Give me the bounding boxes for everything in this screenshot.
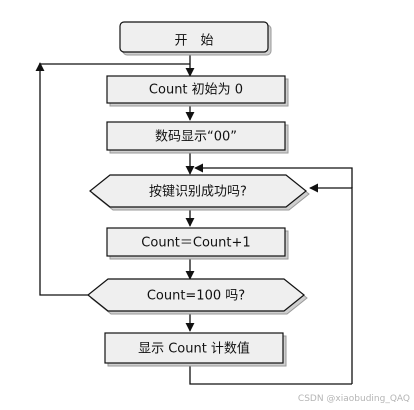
edge-show-count-down-loop: [189, 366, 352, 385]
node-display-zero-label: 数码显示“00”: [155, 130, 237, 145]
edge-count-check-loop-to-init: [35, 62, 88, 296]
node-start: 开 始: [119, 21, 272, 56]
watermark: CSDN @xiaobuding_QAQ: [298, 394, 410, 404]
node-start-label: 开 始: [174, 34, 213, 49]
node-increment: Count＝Count+1: [106, 227, 289, 260]
node-init-count-label: Count 初始为 0: [149, 83, 243, 98]
node-key-check-label: 按键识别成功吗?: [149, 185, 247, 200]
node-key-check: 按键识别成功吗?: [89, 174, 310, 211]
node-count-check: Count=100 吗?: [87, 278, 308, 315]
node-count-check-label: Count=100 吗?: [147, 289, 245, 304]
node-increment-label: Count＝Count+1: [141, 236, 250, 251]
node-show-count: 显示 Count 计数值: [104, 332, 287, 367]
node-init-count: Count 初始为 0: [106, 75, 289, 107]
node-display-zero: 数码显示“00”: [106, 121, 289, 154]
edge-right-loop-to-display-zero: [194, 163, 353, 188]
edge-right-loop-to-key-check: [309, 183, 353, 384]
node-show-count-label: 显示 Count 计数值: [138, 341, 250, 357]
